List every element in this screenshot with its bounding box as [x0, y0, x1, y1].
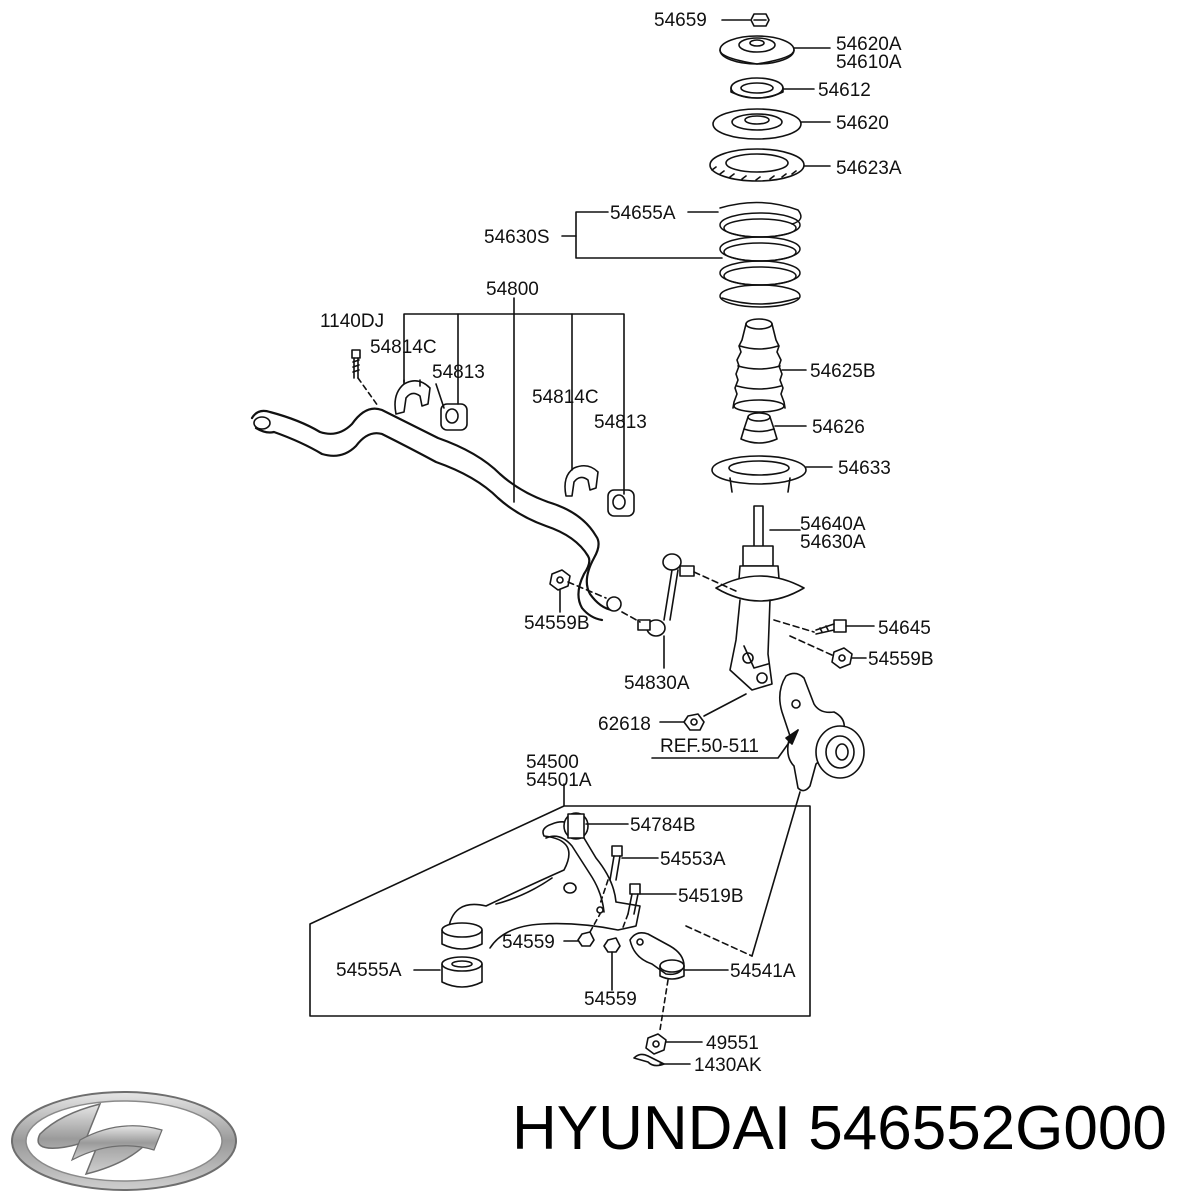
label-54559B-left: 54559B [524, 613, 590, 634]
steering-knuckle [778, 672, 865, 792]
nut-54559B-right [831, 647, 853, 669]
dust-boot-54625B [732, 318, 786, 413]
label-54784B: 54784B [630, 815, 696, 836]
strut-mount-54620A [719, 35, 795, 65]
bracket-54814C-right [564, 464, 599, 497]
part-labels: 54659 54620A 54610A 54612 54620 54623A 5… [320, 10, 934, 1076]
label-54541A: 54541A [730, 961, 796, 982]
label-54519B: 54519B [678, 886, 744, 907]
bump-stop-54626 [740, 412, 778, 444]
bushing-front [441, 922, 483, 950]
hyundai-logo-icon [11, 1091, 237, 1191]
bolt-1140DJ [351, 349, 361, 379]
lower-control-arm-54500 [447, 812, 641, 949]
label-54814C-right: 54814C [532, 387, 599, 408]
bushing-54555A [441, 956, 483, 988]
coil-spring-54655A [719, 201, 802, 308]
strut-54640A [715, 505, 805, 691]
label-1430AK: 1430AK [694, 1055, 762, 1076]
label-54501A: 54501A [526, 770, 592, 791]
label-54630A: 54630A [800, 532, 866, 553]
label-54830A: 54830A [624, 673, 690, 694]
spring-seat-54620 [712, 108, 802, 140]
label-54626: 54626 [812, 417, 865, 438]
label-54640A: 54640A [800, 514, 866, 535]
label-54630S: 54630S [484, 227, 550, 248]
nut-54559-upper [577, 931, 595, 947]
label-54620: 54620 [836, 113, 889, 134]
bolt-54553A [609, 845, 623, 881]
label-54633: 54633 [838, 458, 891, 479]
label-ref-50-511: REF.50-511 [660, 736, 759, 757]
bushing-54813-left [440, 403, 468, 431]
label-54612: 54612 [818, 80, 871, 101]
bracket-54814C-left [394, 379, 431, 415]
stabilizer-bar-54800 [250, 407, 622, 622]
label-54559-upper: 54559 [502, 932, 555, 953]
washer-62618 [683, 713, 705, 731]
label-54813-left: 54813 [432, 362, 485, 383]
bearing-54612 [730, 77, 784, 99]
nut-54559-lower [603, 937, 621, 953]
label-54610A: 54610A [836, 52, 902, 73]
label-54553A: 54553A [660, 849, 726, 870]
label-54645: 54645 [878, 618, 931, 639]
label-54655A: 54655A [610, 203, 676, 224]
label-54625B: 54625B [810, 361, 876, 382]
label-62618: 62618 [598, 714, 651, 735]
label-49551: 49551 [706, 1033, 759, 1054]
brand-caption: HYUNDAI 546552G000 [512, 1098, 1167, 1160]
spring-insulator-54633 [711, 455, 807, 493]
label-54559B-right: 54559B [868, 649, 934, 670]
lower-arm-box [309, 783, 811, 1017]
nut-54559B-left [549, 569, 571, 591]
stabilizer-link-54830A [637, 553, 695, 637]
bolt-54519B [627, 883, 641, 915]
spring-pad-54623A [709, 148, 805, 182]
bolt-54645 [815, 619, 847, 635]
label-54500: 54500 [526, 752, 579, 773]
label-54555A: 54555A [336, 960, 402, 981]
label-54659: 54659 [654, 10, 707, 31]
label-54813-right: 54813 [594, 412, 647, 433]
nut-49551 [645, 1033, 667, 1055]
brand-maker: HYUNDAI [512, 1094, 792, 1163]
brand-part-number: 546552G000 [808, 1094, 1167, 1163]
label-54814C-left: 54814C [370, 337, 437, 358]
label-54800: 54800 [486, 279, 539, 300]
ball-joint-54541A [629, 932, 685, 980]
bushing-54813-right [607, 489, 635, 517]
label-54623A: 54623A [836, 158, 902, 179]
label-54620A: 54620A [836, 34, 902, 55]
label-1140DJ: 1140DJ [320, 311, 384, 332]
label-54559-lower: 54559 [584, 989, 637, 1010]
nut-54659 [750, 13, 770, 27]
